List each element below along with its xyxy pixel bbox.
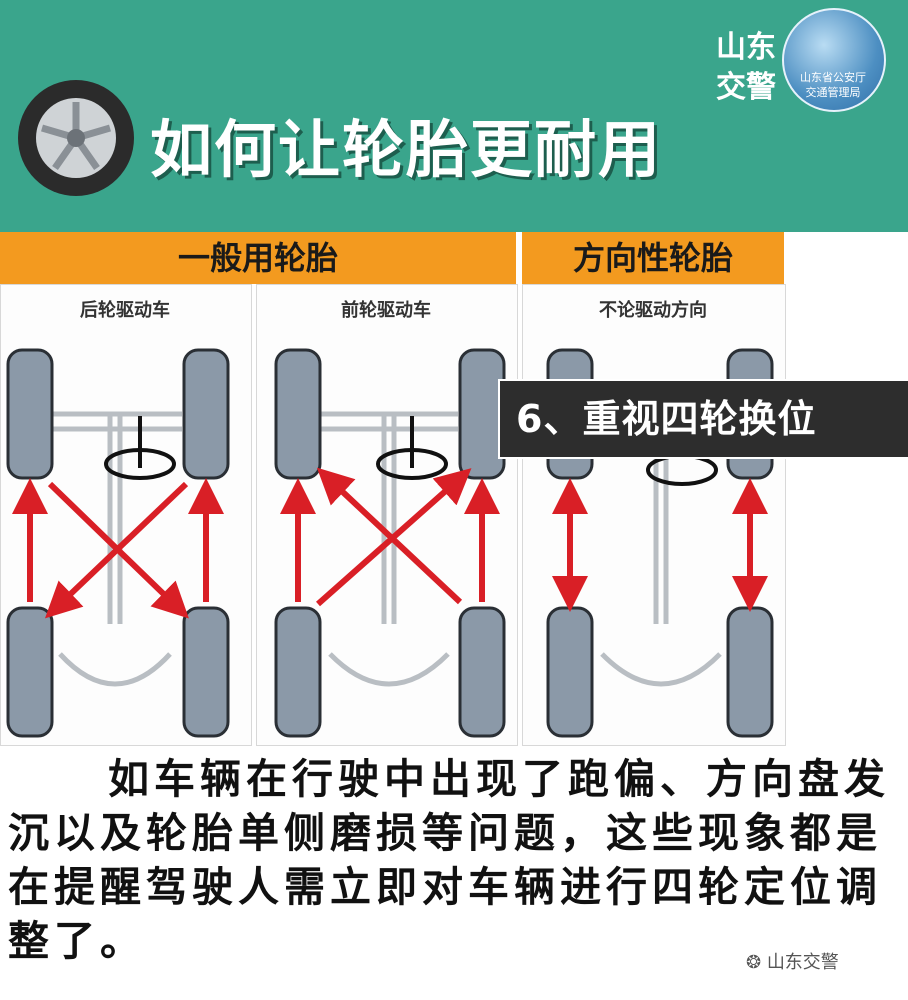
rotation-arrows: [12, 467, 768, 619]
subtitle-any: 不论驱动方向: [599, 300, 707, 321]
header-banner: [0, 0, 908, 232]
brand-line-1: 山东: [716, 30, 776, 65]
badge-line-1: 山东省公安厅: [800, 71, 866, 84]
brand-line-2: 交警: [716, 70, 776, 105]
steering-icons: [104, 416, 718, 486]
description-text: 如车辆在行驶中出现了跑偏、方向盘发沉以及轮胎单侧磨损等问题，这些现象都是在提醒驾…: [8, 755, 890, 965]
subtitle-fwd: 前轮驱动车: [341, 300, 431, 321]
police-badge-logo: [782, 8, 886, 112]
brand-label: 山东 交警: [706, 28, 786, 108]
section-general-tires: 一般用轮胎: [0, 232, 516, 284]
wechat-watermark: ❂ 山东交警: [746, 948, 839, 974]
badge-line-2: 交通管理局: [805, 86, 861, 99]
wechat-icon: ❂: [746, 952, 767, 973]
rotation-diagram: [6, 348, 774, 738]
badge-text: 山东省公安厅 交通管理局: [786, 70, 880, 100]
tip-banner: 6、重视四轮换位: [498, 379, 908, 459]
section-directional-tires: 方向性轮胎: [522, 232, 784, 284]
page-title: 如何让轮胎更耐用: [150, 113, 663, 186]
wechat-account: 山东交警: [766, 952, 839, 973]
subtitle-rwd: 后轮驱动车: [80, 300, 170, 321]
tire-icon: [18, 80, 134, 196]
